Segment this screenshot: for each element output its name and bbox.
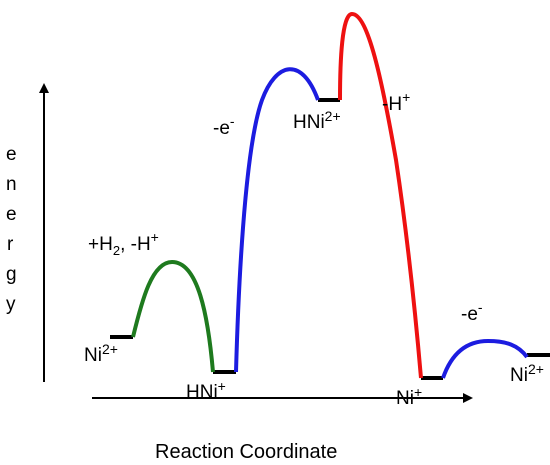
y-axis-letter: g bbox=[6, 264, 17, 285]
curve-oxidation-1 bbox=[234, 67, 320, 373]
curve-deprotonation bbox=[338, 11, 423, 379]
curve-oxidation-2 bbox=[441, 338, 529, 379]
step-label-oxidation-2: -e- bbox=[461, 299, 483, 325]
y-axis-letter: y bbox=[6, 294, 16, 315]
x-axis-label: Reaction Coordinate bbox=[155, 441, 337, 463]
y-axis-letter: n bbox=[6, 174, 17, 195]
y-axis-letter: r bbox=[7, 234, 14, 255]
species-label-niplus: Ni+ bbox=[396, 384, 422, 409]
step-label-deprotonation: -H+ bbox=[382, 89, 410, 115]
species-label-ni2plus-start: Ni2+ bbox=[84, 341, 118, 366]
species-label-ni2plus-end: Ni2+ bbox=[510, 361, 544, 386]
y-axis-letter: e bbox=[6, 144, 17, 165]
step-label-h2-addition: +H2, -H+ bbox=[88, 229, 159, 258]
curve-h2-addition bbox=[131, 259, 215, 373]
species-label-hni2plus: HNi2+ bbox=[293, 108, 341, 133]
species-label-hniplus: HNi+ bbox=[186, 378, 226, 403]
y-axis-letter: e bbox=[6, 204, 17, 225]
step-label-oxidation-1: -e- bbox=[213, 113, 235, 139]
